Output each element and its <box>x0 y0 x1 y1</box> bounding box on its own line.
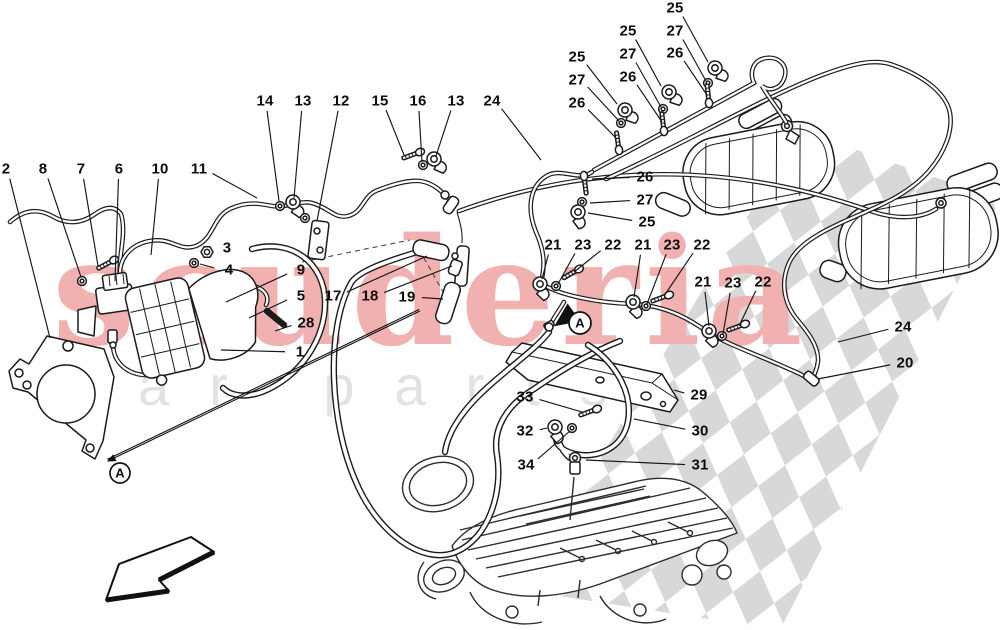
leader-line-26 <box>587 109 618 140</box>
leader-line-1 <box>220 349 286 353</box>
leader-line-30 <box>633 418 686 430</box>
leader-line-14 <box>266 110 280 202</box>
leader-line-27 <box>589 199 631 204</box>
leader-line-19 <box>421 296 444 300</box>
leader-line-21 <box>541 254 549 280</box>
leader-line-24 <box>837 328 889 343</box>
leader-line-24 <box>501 108 542 161</box>
direction-arrow <box>105 536 216 603</box>
leader-line-22 <box>663 252 694 297</box>
leader-line-6 <box>114 178 120 282</box>
svg-text:A: A <box>115 466 125 481</box>
leader-line-34 <box>537 430 571 460</box>
leader-line-22 <box>738 290 757 327</box>
leader-line-4 <box>199 263 215 269</box>
leader-line-26 <box>683 60 708 96</box>
leader-line-23 <box>722 292 731 335</box>
leader-line-21 <box>633 254 642 298</box>
leader-line-21 <box>704 291 710 327</box>
leader-line-8 <box>47 178 82 278</box>
leader-line-32 <box>539 427 548 431</box>
air-actuator-unit <box>124 268 259 386</box>
leader-line-16 <box>418 110 423 163</box>
damper-valve-assembly <box>412 211 470 325</box>
leader-line-5 <box>248 299 288 319</box>
leader-line-31 <box>585 459 686 466</box>
leader-line-9 <box>225 273 288 303</box>
leader-line-27 <box>587 86 620 122</box>
solenoid-valve <box>77 271 135 349</box>
hose-fittings <box>440 190 820 475</box>
leader-line-23 <box>646 254 667 305</box>
view-marker-a: A <box>109 462 131 484</box>
engine-intake-manifold <box>401 455 738 625</box>
leader-line-18 <box>383 265 453 294</box>
leader-line-13 <box>293 110 303 199</box>
leader-line-25 <box>682 16 709 63</box>
leader-line-23 <box>557 253 576 285</box>
leader-line-26 <box>591 176 631 180</box>
gasket-plate <box>8 335 115 460</box>
marker-arrow <box>554 303 581 327</box>
leader-line-2 <box>9 178 51 339</box>
leader-line-25 <box>635 39 662 87</box>
leader-line-7 <box>83 178 99 267</box>
leader-line-10 <box>150 178 160 256</box>
leader-line-27 <box>635 62 662 108</box>
leader-line-15 <box>385 109 405 156</box>
leader-line-13 <box>435 110 452 157</box>
leader-line-29 <box>673 389 685 394</box>
marker-arrow <box>106 308 420 460</box>
leader-line-33 <box>539 398 583 413</box>
leader-line-27 <box>682 39 707 82</box>
marker-arrow <box>107 310 421 462</box>
clamps-and-bolts <box>274 57 752 446</box>
leader-line-25 <box>586 64 618 105</box>
view-marker-a: A <box>568 311 592 335</box>
svg-text:A: A <box>575 316 585 331</box>
leader-line-22 <box>573 250 602 273</box>
leader-line-17 <box>346 255 428 293</box>
leader-line-25 <box>587 212 633 222</box>
leader-line-12 <box>316 110 339 222</box>
leader-line-26 <box>636 84 663 123</box>
leader-line-28 <box>274 324 292 332</box>
leader-line-11 <box>212 172 258 199</box>
leader-line-20 <box>817 364 891 380</box>
